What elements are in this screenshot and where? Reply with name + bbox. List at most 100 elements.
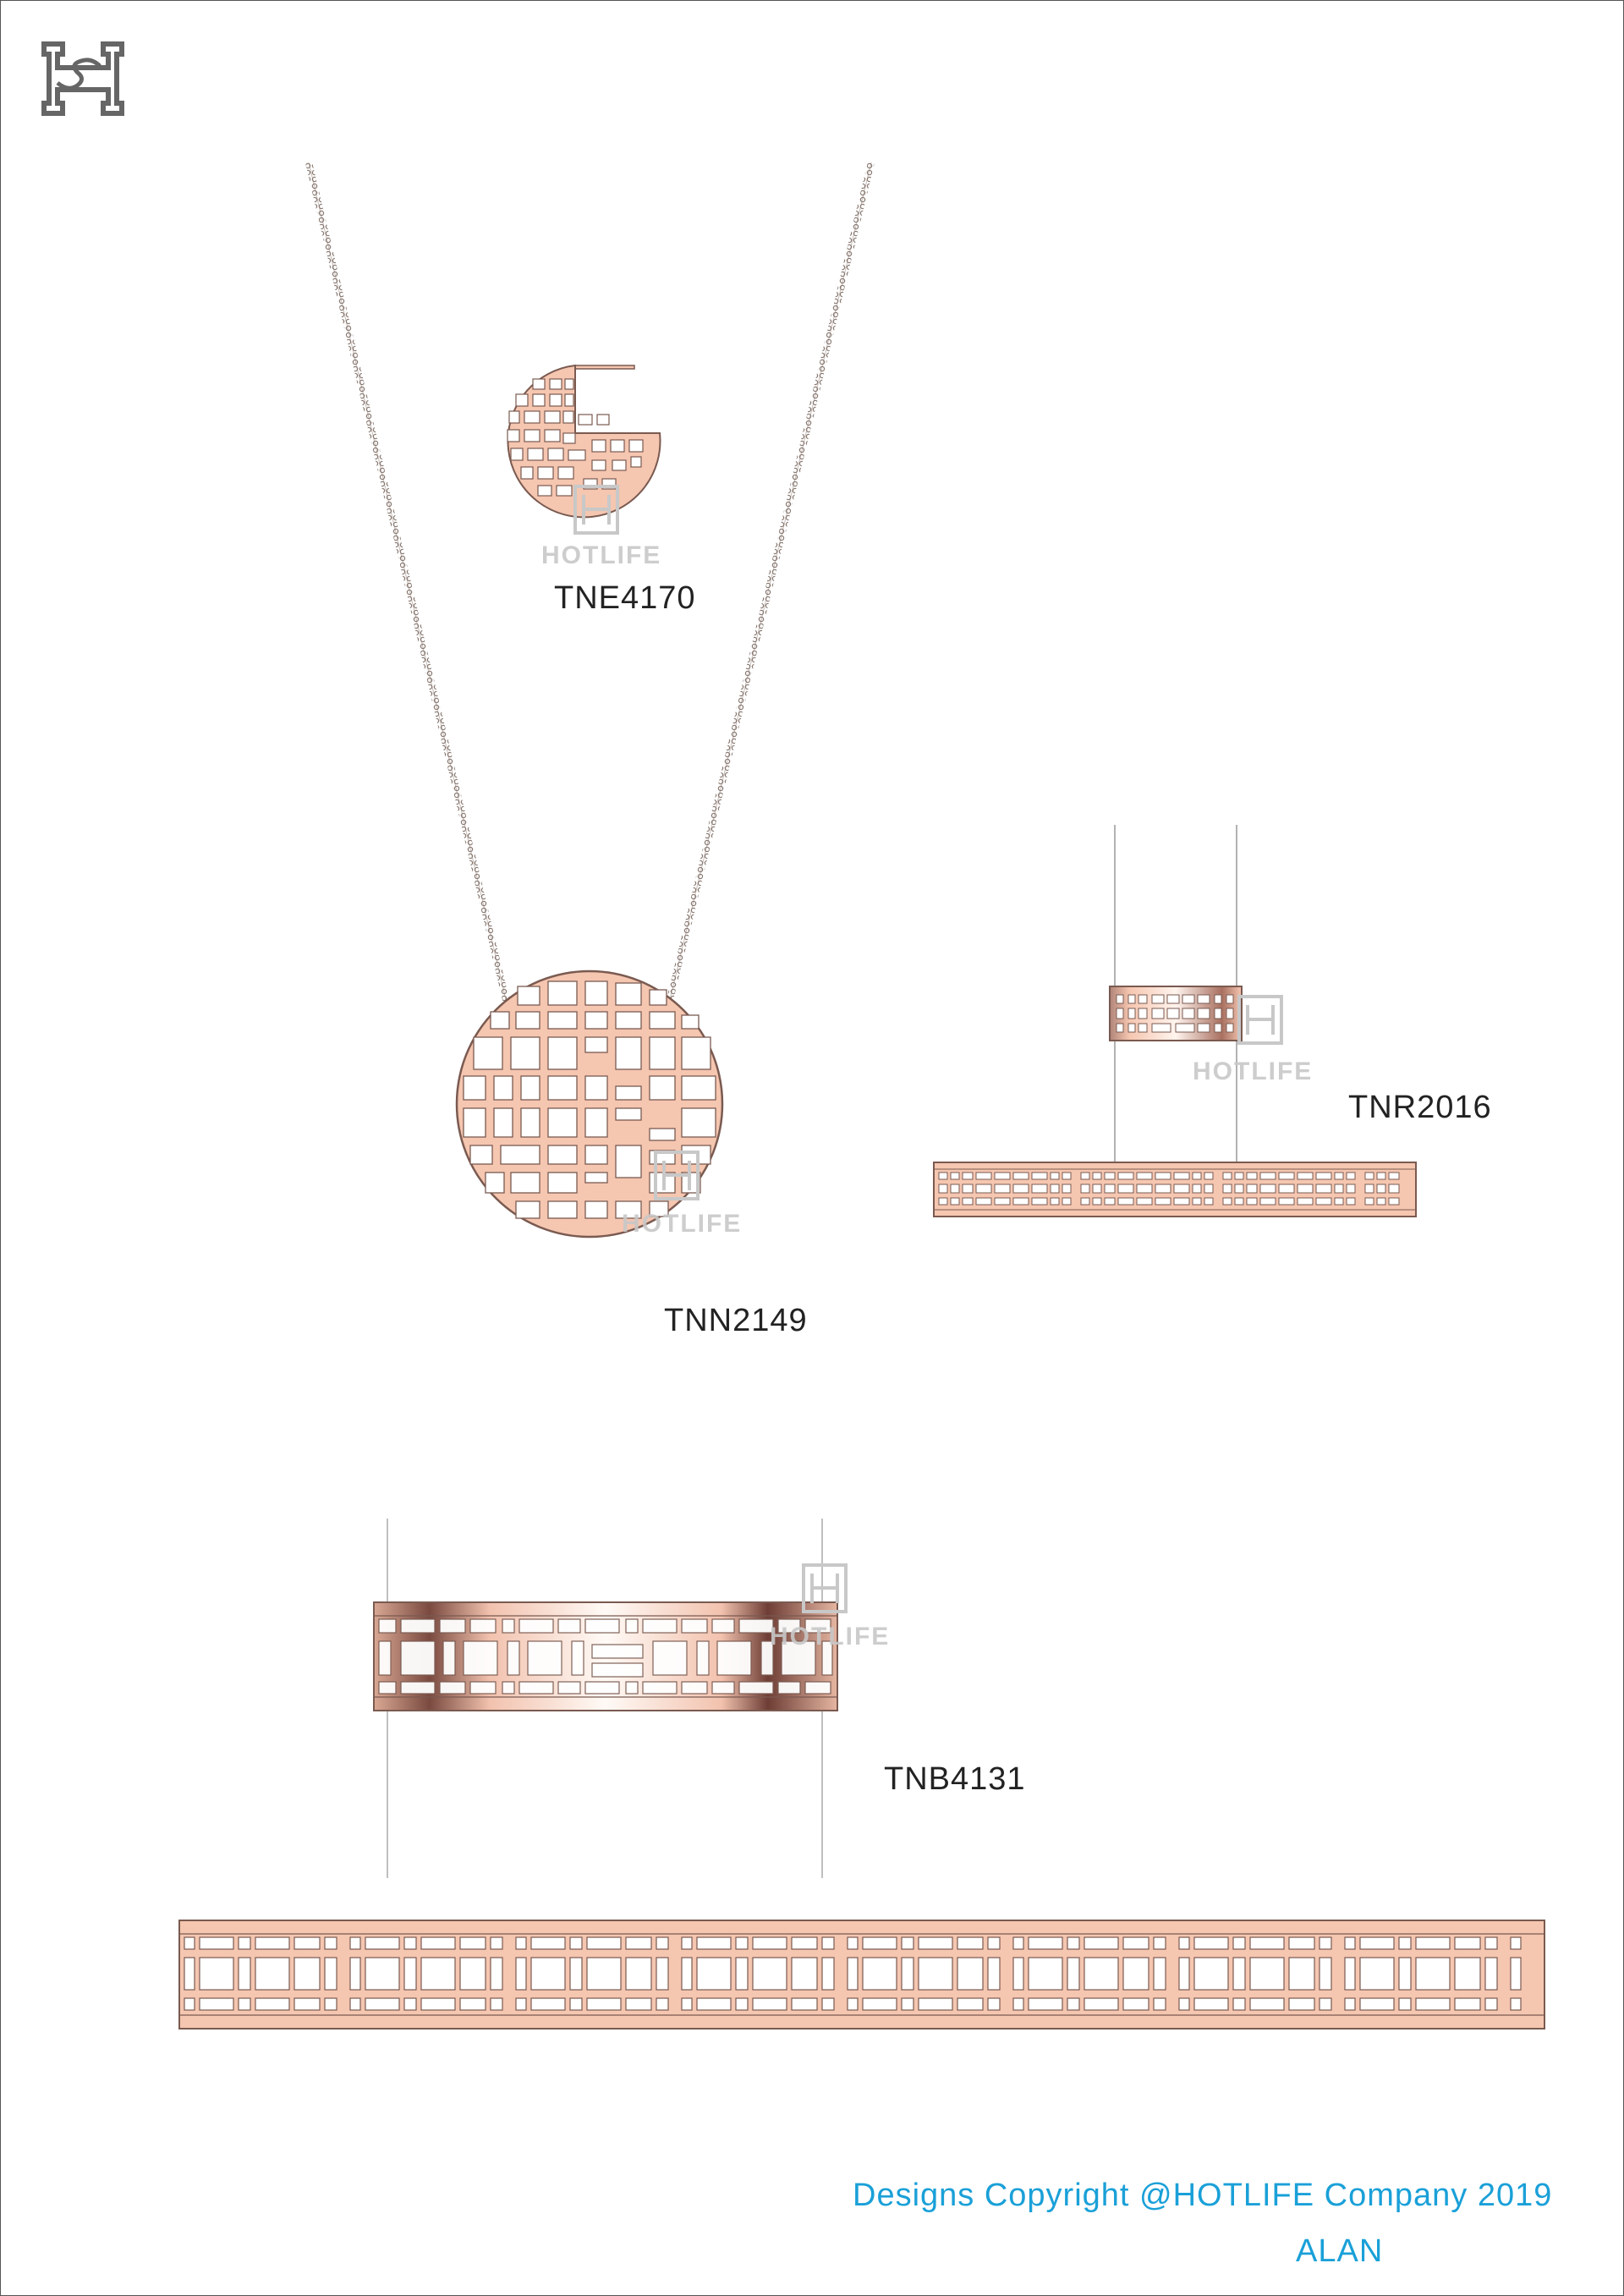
lattice-hole xyxy=(255,1997,290,2011)
lattice-hole xyxy=(1376,1184,1386,1194)
lattice-hole xyxy=(735,1936,749,1950)
lattice-hole xyxy=(1050,1197,1060,1206)
lattice-hole xyxy=(1222,1197,1232,1206)
lattice-hole xyxy=(1510,1936,1522,1950)
lattice-hole xyxy=(1334,1197,1344,1206)
lattice-hole xyxy=(950,1184,960,1194)
lattice-hole xyxy=(1344,1997,1356,2011)
lattice-hole xyxy=(1092,1172,1102,1180)
lattice-hole xyxy=(625,1997,652,2011)
lattice-hole xyxy=(1297,1197,1314,1206)
lattice-hole xyxy=(515,1997,527,2011)
lattice-hole xyxy=(791,1936,818,1950)
lattice-hole xyxy=(1288,1936,1315,1950)
lattice-hole xyxy=(1067,1957,1080,1991)
lattice-hole xyxy=(1031,1172,1048,1180)
lattice-hole xyxy=(569,1936,583,1950)
lattice-hole xyxy=(1193,1957,1229,1991)
lattice-hole xyxy=(1246,1184,1258,1194)
lattice-hole xyxy=(1232,1957,1246,1991)
lattice-hole xyxy=(1104,1197,1116,1206)
lattice-hole xyxy=(255,1957,290,1991)
lattice-hole xyxy=(994,1172,1011,1180)
lattice-hole xyxy=(1178,1997,1190,2011)
lattice-hole xyxy=(1117,1197,1134,1206)
lattice-hole xyxy=(1388,1184,1400,1194)
lattice-hole xyxy=(1259,1184,1276,1194)
lattice-hole xyxy=(1297,1172,1314,1180)
lattice-hole xyxy=(1136,1172,1153,1180)
lattice-hole xyxy=(1192,1184,1202,1194)
lattice-hole xyxy=(238,1936,251,1950)
watermark-text: HOTLIFE xyxy=(541,541,662,569)
lattice-hole xyxy=(184,1936,195,1950)
product-code-tnn2149: TNN2149 xyxy=(664,1303,808,1338)
lattice-hole xyxy=(901,1936,914,1950)
lattice-hole xyxy=(1192,1197,1202,1206)
lattice-hole xyxy=(962,1197,974,1206)
lattice-hole xyxy=(1334,1184,1344,1194)
lattice-hole xyxy=(365,1957,400,1991)
lattice-hole xyxy=(1067,1997,1080,2011)
lattice-hole xyxy=(1359,1936,1395,1950)
bangle-tnb4131 xyxy=(178,1519,1545,2030)
lattice-hole xyxy=(1173,1184,1190,1194)
necklace-chain xyxy=(305,162,875,1008)
lattice-hole xyxy=(901,1957,914,1991)
lattice-hole xyxy=(324,1957,337,1991)
lattice-hole xyxy=(184,1997,195,2011)
lattice-hole xyxy=(938,1184,948,1194)
lattice-hole xyxy=(294,1997,321,2011)
lattice-hole xyxy=(1364,1197,1374,1206)
lattice-hole xyxy=(1080,1197,1090,1206)
lattice-hole xyxy=(1012,1184,1029,1194)
lattice-hole xyxy=(681,1997,693,2011)
lattice-hole xyxy=(1359,1997,1395,2011)
lattice-hole xyxy=(1484,1936,1498,1950)
lattice-hole xyxy=(1278,1172,1295,1180)
lattice-hole xyxy=(1092,1184,1102,1194)
lattice-hole xyxy=(184,1957,195,1991)
lattice-hole xyxy=(1249,1936,1285,1950)
lattice-hole xyxy=(1028,1936,1063,1950)
lattice-hole xyxy=(1484,1997,1498,2011)
lattice-hole xyxy=(1376,1172,1386,1180)
lattice-hole xyxy=(490,1957,503,1991)
lattice-hole xyxy=(349,1936,361,1950)
lattice-hole xyxy=(847,1957,859,1991)
lattice-hole xyxy=(1080,1172,1090,1180)
lattice-hole xyxy=(1259,1172,1276,1180)
lattice-hole xyxy=(349,1997,361,2011)
lattice-hole xyxy=(1136,1197,1153,1206)
lattice-hole xyxy=(1249,1957,1285,1991)
lattice-hole xyxy=(975,1197,992,1206)
lattice-hole xyxy=(1288,1997,1315,2011)
lattice-hole xyxy=(975,1172,992,1180)
lattice-hole xyxy=(1288,1957,1315,1991)
lattice-hole xyxy=(1415,1936,1451,1950)
lattice-hole xyxy=(1388,1197,1400,1206)
lattice-hole xyxy=(1204,1197,1214,1206)
lattice-hole xyxy=(569,1997,583,2011)
lattice-hole xyxy=(1376,1197,1386,1206)
lattice-hole xyxy=(987,1997,1001,2011)
lattice-hole xyxy=(625,1957,652,1991)
lattice-hole xyxy=(420,1957,456,1991)
lattice-hole xyxy=(1104,1184,1116,1194)
lattice-hole xyxy=(1454,1997,1481,2011)
lattice-hole xyxy=(459,1957,486,1991)
lattice-hole xyxy=(1117,1172,1134,1180)
lattice-hole xyxy=(1192,1172,1202,1180)
lattice-hole xyxy=(1012,1936,1024,1950)
lattice-hole xyxy=(569,1957,583,1991)
lattice-hole xyxy=(1346,1184,1356,1194)
lattice-hole xyxy=(1334,1172,1344,1180)
lattice-hole xyxy=(1297,1184,1314,1194)
lattice-hole xyxy=(1364,1184,1374,1194)
lattice-hole xyxy=(459,1936,486,1950)
lattice-hole xyxy=(1050,1184,1060,1194)
lattice-hole xyxy=(199,1936,234,1950)
lattice-hole xyxy=(1510,1997,1522,2011)
product-code-tnr2016: TNR2016 xyxy=(1348,1090,1492,1125)
lattice-hole xyxy=(1319,1936,1332,1950)
